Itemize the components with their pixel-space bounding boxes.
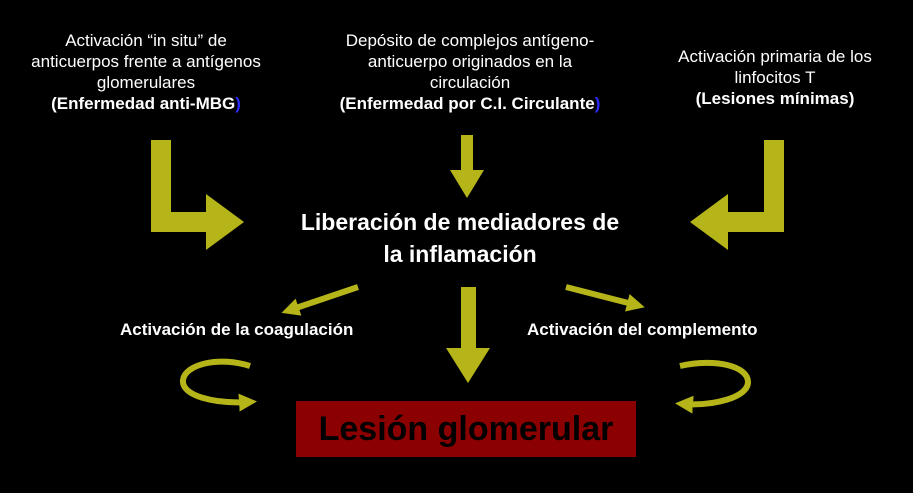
coagulation-cycle-arrow xyxy=(180,358,257,412)
source-lymphocytes-line-2: linfocitos T xyxy=(734,68,816,87)
source-anti-mbg-line-2: anticuerpos frente a antígenos xyxy=(31,52,261,71)
coagulation-activation-label: Activación de la coagulación xyxy=(120,320,354,339)
glomerular-lesion-label: Lesión glomerular xyxy=(318,409,614,448)
complement-cycle-arrow xyxy=(675,359,752,414)
source-anti-mbg-disease: (Enfermedad anti-MBG xyxy=(51,94,236,113)
source-anti-mbg-disease-wrap: (Enfermedad anti-MBG) xyxy=(0,93,292,114)
source-immune-complex-line-3: circulación xyxy=(429,73,511,92)
source-immune-complex-line-1: Depósito de complejos antígeno- xyxy=(345,31,595,50)
source-anti-mbg-close: ) xyxy=(235,94,241,113)
complement-activation-label: Activación del complemento xyxy=(527,320,758,339)
source-anti-mbg: Activación “in situ” de anticuerpos fren… xyxy=(0,30,292,114)
arrow-lymphocytes-to-mediators xyxy=(690,140,784,250)
source-immune-complex-disease-wrap: (Enfermedad por C.I. Circulante) xyxy=(300,93,640,114)
arrow-mediators-to-coagulation xyxy=(281,284,359,316)
inflammation-mediators-node: Liberación de mediadores de la inflamaci… xyxy=(250,206,670,270)
source-anti-mbg-line-3: glomerulares xyxy=(96,73,196,92)
arrow-mediators-to-lesion xyxy=(446,287,490,383)
glomerular-lesion-box: Lesión glomerular xyxy=(296,401,636,457)
source-lymphocytes-disease: (Lesiones mínimas) xyxy=(695,89,855,108)
source-anti-mbg-line-1: Activación “in situ” de xyxy=(65,31,227,50)
mediators-line-2: la inflamación xyxy=(383,241,537,267)
arrow-immune-complex-to-mediators xyxy=(450,135,484,198)
arrow-anti-mbg-to-mediators xyxy=(151,140,244,250)
source-immune-complex-line-2: anticuerpo originados en la xyxy=(367,52,573,71)
source-lymphocytes-line-1: Activación primaria de los xyxy=(678,47,872,66)
mediators-line-1: Liberación de mediadores de xyxy=(300,209,620,235)
source-immune-complex: Depósito de complejos antígeno- anticuer… xyxy=(300,30,640,114)
source-immune-complex-disease: (Enfermedad por C.I. Circulante xyxy=(339,94,595,113)
arrow-mediators-to-complement xyxy=(565,284,645,312)
source-immune-complex-close: ) xyxy=(594,94,601,113)
source-lymphocytes: Activación primaria de los linfocitos T … xyxy=(640,46,910,109)
